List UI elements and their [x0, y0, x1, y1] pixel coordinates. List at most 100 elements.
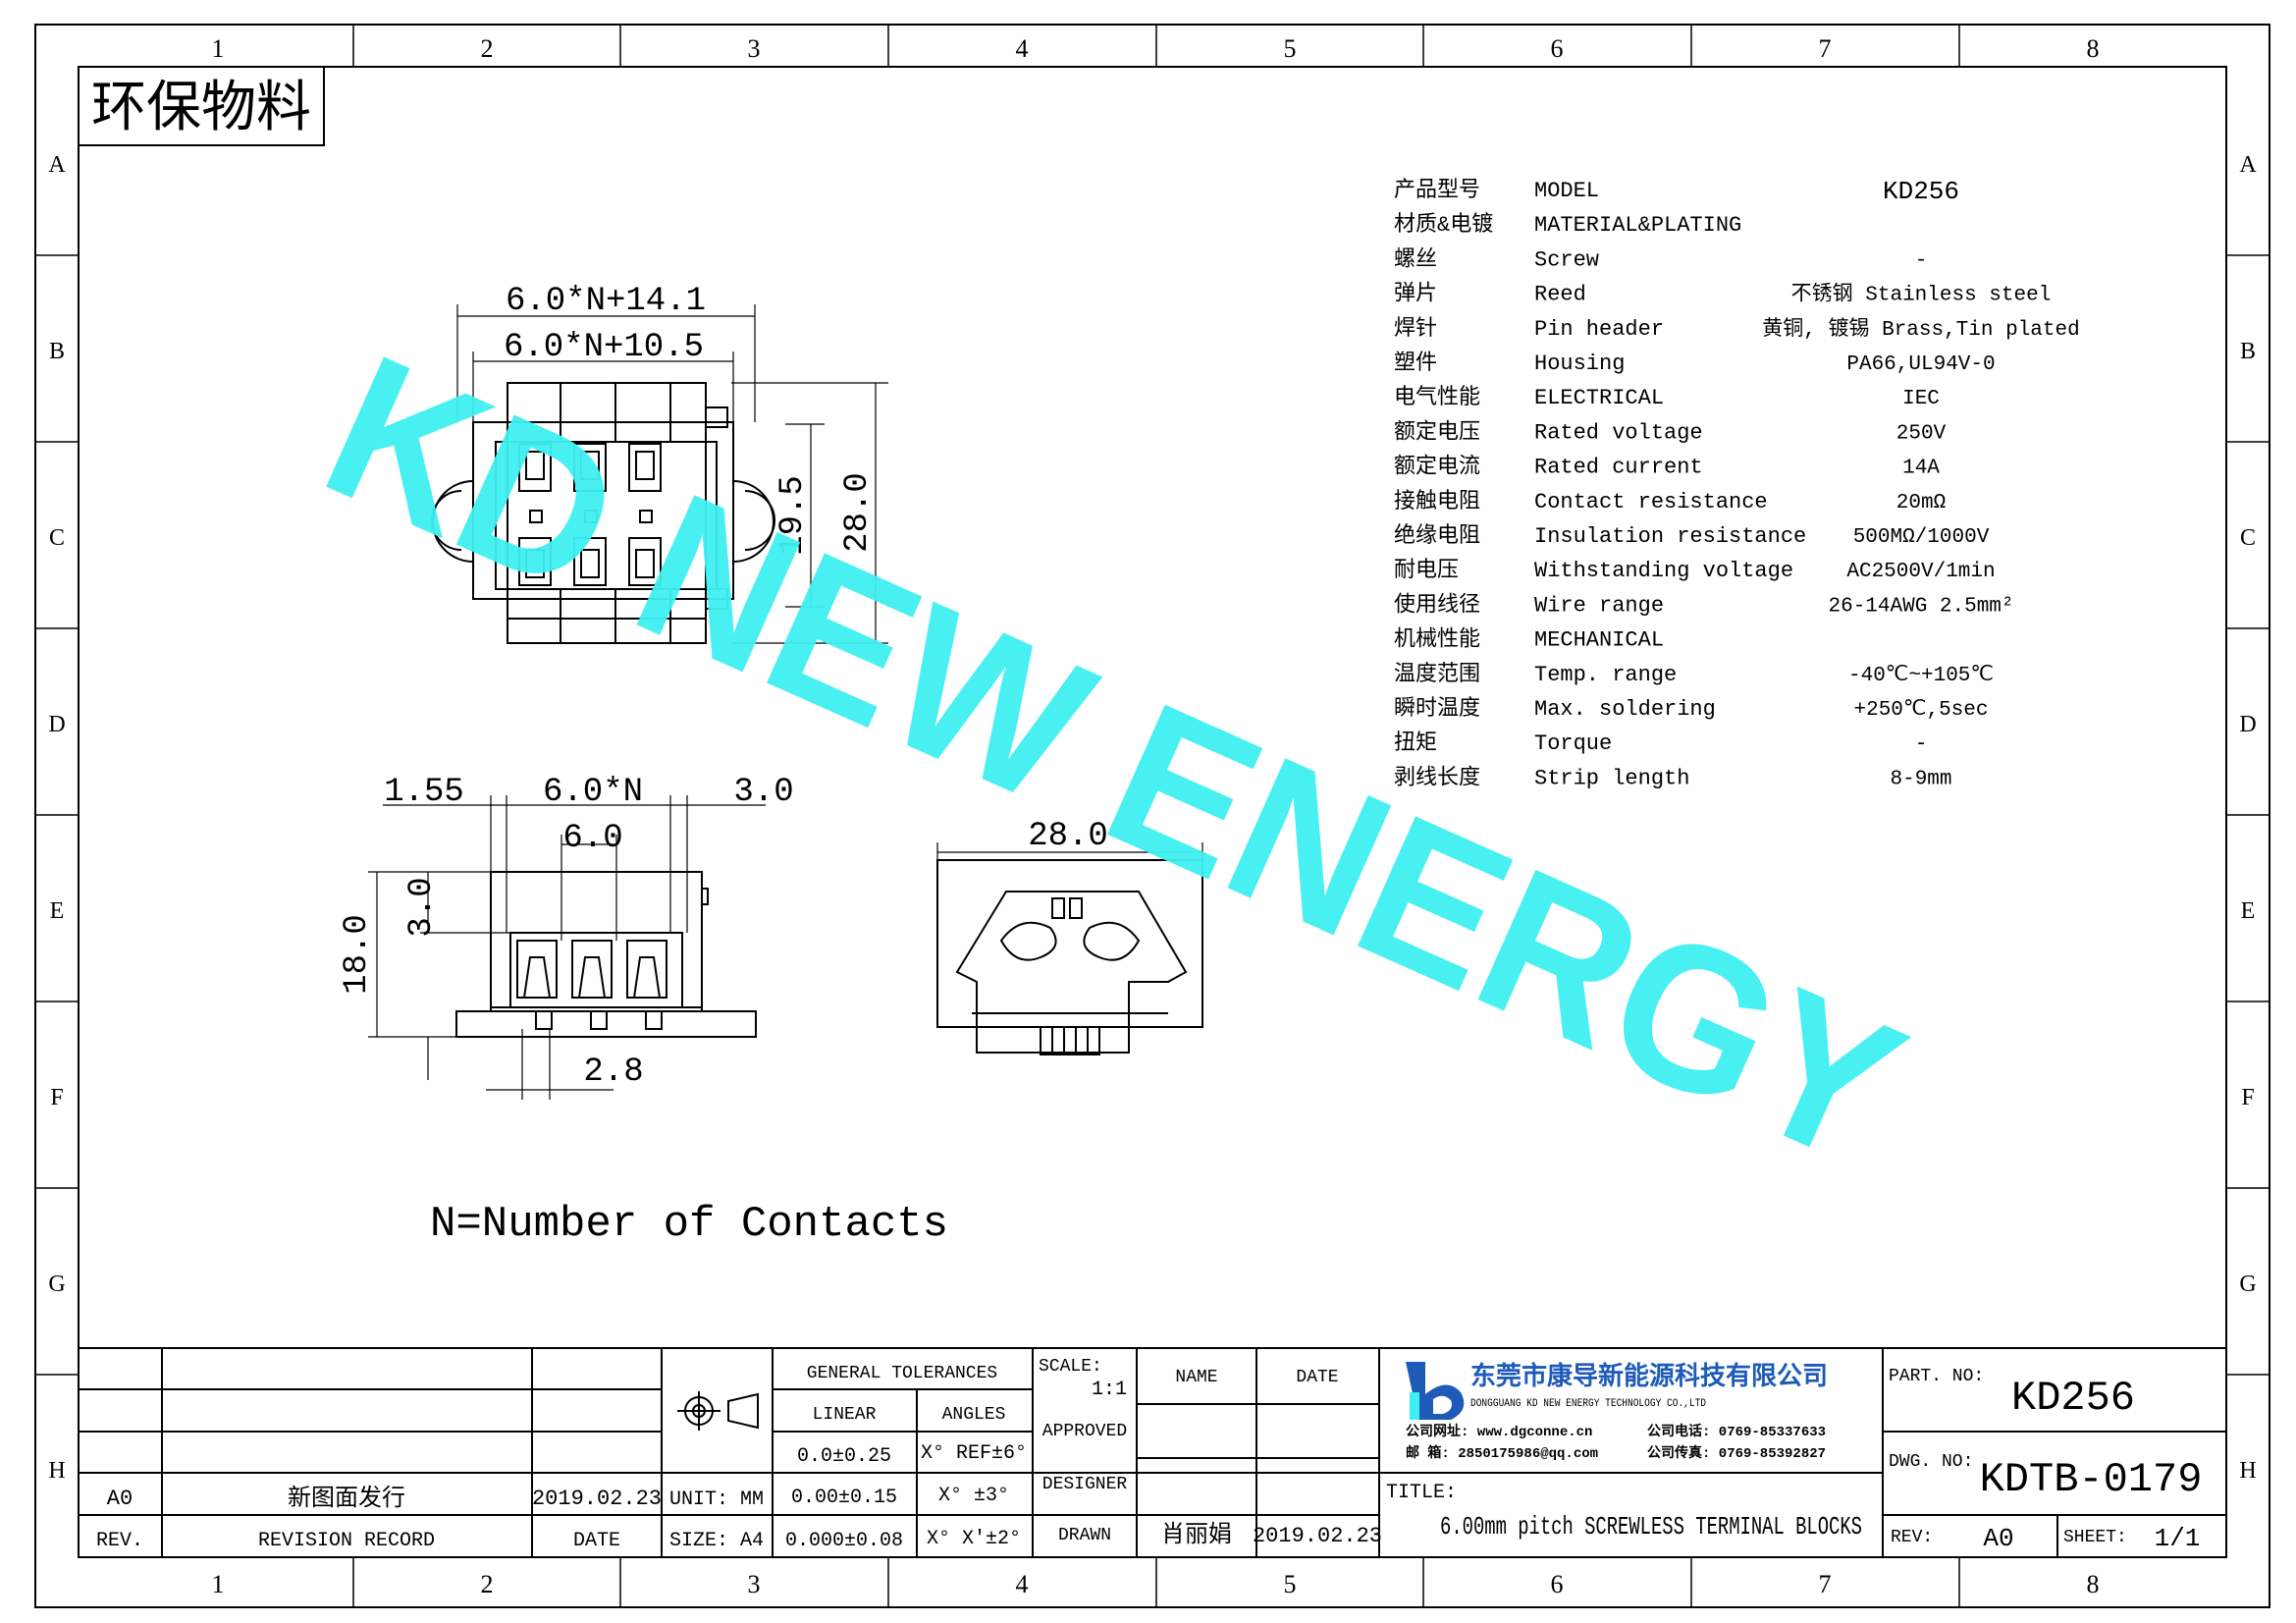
stamp-box — [78, 66, 325, 146]
company-logo-icon — [1406, 1362, 1465, 1420]
dim-side-width: 28.0 — [1028, 818, 1108, 855]
spec-en-8: Rated current — [1534, 456, 1703, 480]
spec-en-4: Pin header — [1534, 317, 1664, 342]
spec-en-3: Reed — [1534, 283, 1586, 307]
spec-en-1: MATERIAL&PLATING — [1534, 213, 1741, 238]
watermark: KD NEW ENERGY — [296, 310, 1933, 1208]
sheet-value: 1/1 — [2155, 1524, 2201, 1553]
spec-en-17: Strip length — [1534, 766, 1689, 790]
column-label-6: 6 — [1551, 34, 1564, 63]
spec-en-14: Temp. range — [1534, 663, 1677, 687]
title-label: TITLE: — [1386, 1482, 1457, 1504]
dim-front-left: 1.55 — [384, 774, 464, 811]
spec-value-12: 26-14AWG 2.5mm² — [1828, 595, 2013, 618]
spec-en-15: Max. soldering — [1534, 697, 1716, 722]
spec-cn-6: 电气性能 — [1394, 385, 1480, 410]
row-label-E: E — [50, 898, 65, 924]
spec-cn-9: 接触电阻 — [1394, 489, 1480, 514]
front-view — [455, 871, 757, 1038]
linear-tol-1: 0.0±0.25 — [797, 1445, 891, 1468]
column-label-4: 4 — [1016, 34, 1029, 63]
spec-cn-5: 塑件 — [1394, 351, 1437, 376]
outer-frame — [34, 24, 2270, 1608]
row-label-F: F — [50, 1085, 63, 1110]
spec-en-0: MODEL — [1534, 179, 1599, 203]
spec-value-5: PA66,UL94V-0 — [1846, 353, 1995, 376]
inner-frame — [78, 66, 2227, 1558]
unit-label: UNIT: MM — [669, 1488, 764, 1511]
angles-label: ANGLES — [942, 1405, 1006, 1425]
spec-en-11: Withstanding voltage — [1534, 559, 1793, 583]
rev-value: A0 — [1983, 1524, 2013, 1553]
row-label-right-C: C — [2240, 525, 2256, 551]
dwg-no-label: DWG. NO: — [1889, 1452, 1973, 1472]
angle-tol-1: X° REF±6° — [921, 1442, 1027, 1465]
dim-top-overall: 6.0*N+14.1 — [506, 283, 706, 320]
spec-value-9: 20mΩ — [1896, 492, 1946, 514]
spec-cn-1: 材质&电镀 — [1394, 212, 1493, 238]
spec-cn-3: 弹片 — [1394, 282, 1437, 307]
top-view — [431, 382, 775, 644]
dim-front-bottom: 2.8 — [583, 1054, 643, 1091]
part-no-label: PART. NO: — [1889, 1367, 1984, 1386]
size-label: SIZE: A4 — [669, 1530, 764, 1552]
row-label-right-F: F — [2241, 1085, 2254, 1110]
spec-cn-13: 机械性能 — [1394, 627, 1480, 653]
row-label-right-G: G — [2239, 1271, 2256, 1297]
title-block-grid — [79, 1347, 2226, 1557]
row-label-D: D — [48, 712, 65, 737]
spec-cn-16: 扭矩 — [1394, 730, 1437, 756]
name-col: NAME — [1175, 1368, 1217, 1387]
column-label-bottom-2: 2 — [481, 1570, 494, 1598]
row-label-A: A — [48, 152, 66, 178]
top-view-dims — [456, 304, 888, 644]
scale-label: SCALE: — [1039, 1357, 1102, 1377]
column-label-5: 5 — [1284, 34, 1297, 63]
part-no: KD256 — [2011, 1375, 2135, 1422]
linear-tol-3: 0.000±0.08 — [785, 1530, 903, 1552]
dim-front-h-top: 3.0 — [403, 877, 441, 937]
linear-tol-2: 0.00±0.15 — [791, 1487, 897, 1509]
spec-cn-8: 额定电流 — [1394, 455, 1480, 480]
scale-value: 1:1 — [1092, 1379, 1127, 1401]
spec-en-13: MECHANICAL — [1534, 628, 1664, 653]
column-label-bottom-1: 1 — [212, 1570, 225, 1598]
column-label-bottom-7: 7 — [1819, 1570, 1832, 1598]
stamp-text: 环保物料 — [91, 78, 311, 138]
side-view — [936, 859, 1203, 1055]
spec-cn-17: 剥线长度 — [1394, 765, 1480, 790]
zone-ticks — [35, 25, 2269, 1607]
spec-value-8: 14A — [1902, 458, 1940, 480]
column-label-1: 1 — [212, 34, 225, 63]
designer-label: DESIGNER — [1042, 1475, 1128, 1494]
drawn-name: 肖丽娟 — [1161, 1521, 1232, 1549]
spec-en-6: ELECTRICAL — [1534, 386, 1664, 410]
dim-front-right: 3.0 — [733, 774, 793, 811]
dwg-no: KDTB-0179 — [1980, 1456, 2203, 1503]
company-email: 邮 箱: 2850175986@qq.com — [1406, 1444, 1598, 1462]
column-label-bottom-3: 3 — [748, 1570, 761, 1598]
angle-tol-2: X° ±3° — [938, 1485, 1009, 1507]
spec-en-12: Wire range — [1534, 593, 1664, 618]
sheet-label: SHEET: — [2063, 1528, 2127, 1547]
spec-cn-10: 绝缘电阻 — [1394, 523, 1480, 549]
drawn-label: DRAWN — [1058, 1526, 1111, 1545]
row-label-G: G — [48, 1271, 65, 1297]
front-view-dims — [368, 795, 766, 1100]
rev-label: REV: — [1891, 1528, 1933, 1547]
record-col: REVISION RECORD — [258, 1530, 435, 1552]
row-label-right-A: A — [2239, 152, 2257, 178]
row-label-C: C — [49, 525, 65, 551]
rev-col: REV. — [96, 1530, 143, 1552]
dim-top-h1: 19.5 — [774, 475, 812, 556]
column-label-bottom-4: 4 — [1016, 1570, 1029, 1598]
spec-value-0: KD256 — [1883, 177, 1959, 206]
spec-value-6: IEC — [1902, 388, 1940, 410]
linear-label: LINEAR — [813, 1405, 877, 1425]
dim-front-h-total: 18.0 — [339, 914, 376, 995]
company-name-en: DONGGUANG KD NEW ENERGY TECHNOLOGY CO.,L… — [1470, 1398, 1706, 1410]
spec-cn-12: 使用线径 — [1394, 592, 1480, 618]
projection-symbol-icon — [677, 1391, 759, 1431]
